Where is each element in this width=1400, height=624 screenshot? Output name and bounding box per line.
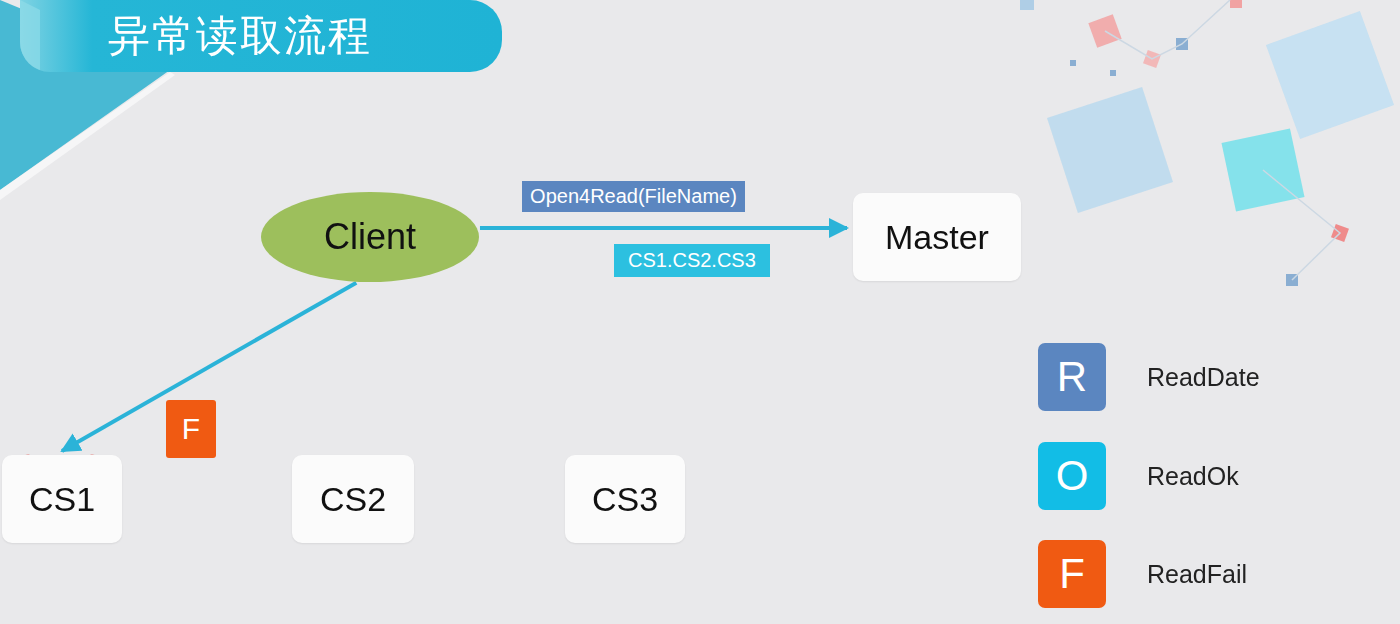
legend-text: ReadDate bbox=[1147, 363, 1260, 392]
legend-letter: O bbox=[1056, 452, 1089, 500]
node-text: F bbox=[182, 412, 200, 446]
server-box: Master bbox=[853, 193, 1021, 281]
node-text: CS3 bbox=[592, 480, 658, 519]
client-ellipse: Client bbox=[260, 191, 480, 283]
node-text: CS2 bbox=[320, 480, 386, 519]
node-text: Client bbox=[324, 216, 416, 258]
legend-letter: F bbox=[1059, 550, 1085, 598]
request-label: Open4Read(FileName) bbox=[522, 181, 745, 212]
legend-swatch: R bbox=[1038, 343, 1106, 411]
legend-swatch: O bbox=[1038, 442, 1106, 510]
fail-marker: F bbox=[166, 400, 216, 458]
server-box: CS2 bbox=[292, 455, 414, 543]
page-title: 异常读取流程 bbox=[108, 8, 372, 64]
node-text: Master bbox=[885, 218, 989, 257]
legend-text: ReadOk bbox=[1147, 462, 1239, 491]
server-box: CS1 bbox=[2, 455, 122, 543]
legend-swatch: F bbox=[1038, 540, 1106, 608]
node-text: CS1 bbox=[29, 480, 95, 519]
legend-text: ReadFail bbox=[1147, 560, 1247, 589]
server-box: CS3 bbox=[565, 455, 685, 543]
legend-letter: R bbox=[1057, 353, 1087, 401]
reply-label: CS1.CS2.CS3 bbox=[614, 244, 770, 277]
connector-arrow bbox=[480, 226, 847, 230]
